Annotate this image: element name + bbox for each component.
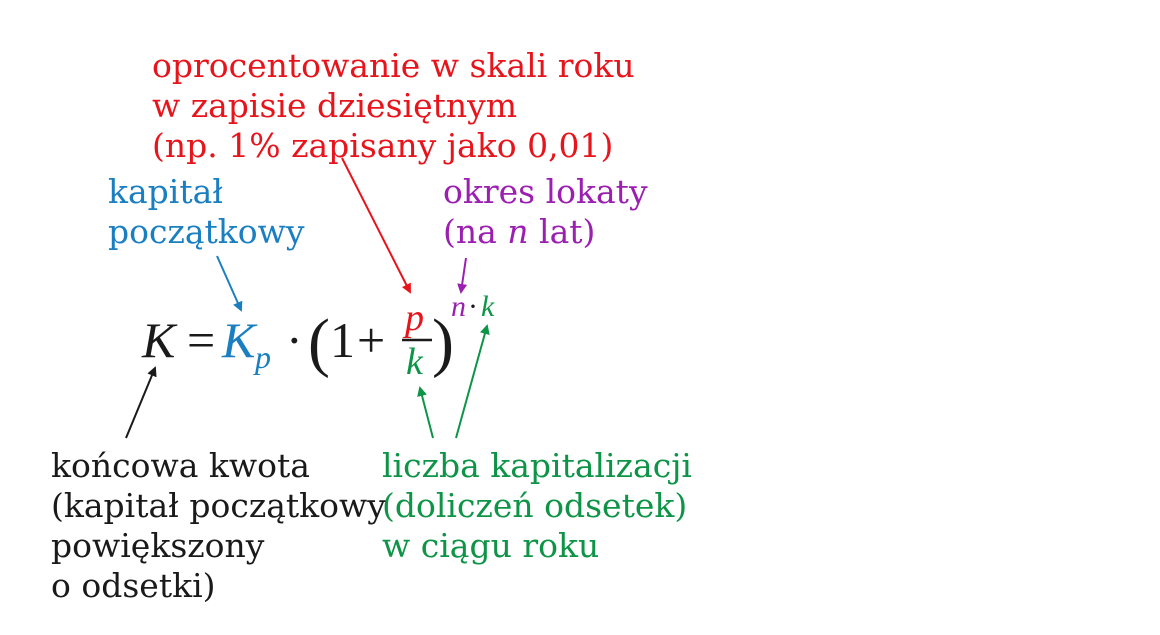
formula-equals: = <box>187 312 215 368</box>
initial-capital-label: kapitał początkowy <box>108 172 305 252</box>
formula-K: K <box>141 312 178 368</box>
formula-exp-k: k <box>481 290 495 323</box>
arrow-capitalizations-denominator <box>417 386 434 439</box>
initial-capital-line-1: kapitał <box>108 172 223 211</box>
formula-denominator: k <box>406 341 424 383</box>
interest-rate-line-2: w zapisie dziesiętnym <box>152 86 518 125</box>
formula: K = K p · ( 1 + p k ) n · k <box>141 290 495 383</box>
formula-exp-dot: · <box>468 290 478 323</box>
final-amount-line-2: (kapitał początkowy <box>51 486 386 525</box>
formula-exp-n: n <box>451 290 466 323</box>
interest-rate-line-1: oprocentowanie w skali roku <box>152 46 635 85</box>
capitalizations-label: liczba kapitalizacji (doliczeń odsetek) … <box>382 446 692 566</box>
formula-Kp-sub: p <box>253 339 271 375</box>
deposit-period-prefix: (na <box>443 212 508 251</box>
capitalizations-line-3: w ciągu roku <box>382 526 600 565</box>
formula-dot: · <box>286 312 303 368</box>
interest-rate-label: oprocentowanie w skali roku w zapisie dz… <box>152 46 635 166</box>
capitalizations-line-1: liczba kapitalizacji <box>382 446 692 485</box>
formula-lparen: ( <box>308 306 330 379</box>
interest-rate-line-3: (np. 1% zapisany jako 0,01) <box>152 126 614 165</box>
arrow-final-amount <box>125 366 157 439</box>
deposit-period-line-1: okres lokaty <box>443 172 648 211</box>
final-amount-line-4: o odsetki) <box>51 566 216 605</box>
deposit-period-line-2: (na n lat) <box>443 212 648 252</box>
formula-plus: + <box>357 312 385 368</box>
capitalizations-line-2: (doliczeń odsetek) <box>382 486 688 525</box>
formula-one: 1 <box>330 312 355 368</box>
arrow-capitalizations-exponent <box>455 324 490 439</box>
initial-capital-line-2: początkowy <box>108 212 305 251</box>
arrow-deposit-period <box>457 257 468 294</box>
final-amount-label: końcowa kwota (kapitał początkowy powięk… <box>51 446 386 606</box>
arrow-interest-rate <box>341 157 411 294</box>
deposit-period-var: n <box>507 212 529 251</box>
formula-Kp-base: K <box>221 312 258 368</box>
deposit-period-label: okres lokaty (na n lat) <box>443 172 648 252</box>
arrow-initial-capital <box>216 255 243 312</box>
formula-numerator: p <box>402 297 424 339</box>
deposit-period-suffix: lat) <box>528 212 596 251</box>
final-amount-line-3: powiększony <box>51 526 265 565</box>
formula-rparen: ) <box>432 306 454 379</box>
final-amount-line-1: końcowa kwota <box>51 446 310 485</box>
